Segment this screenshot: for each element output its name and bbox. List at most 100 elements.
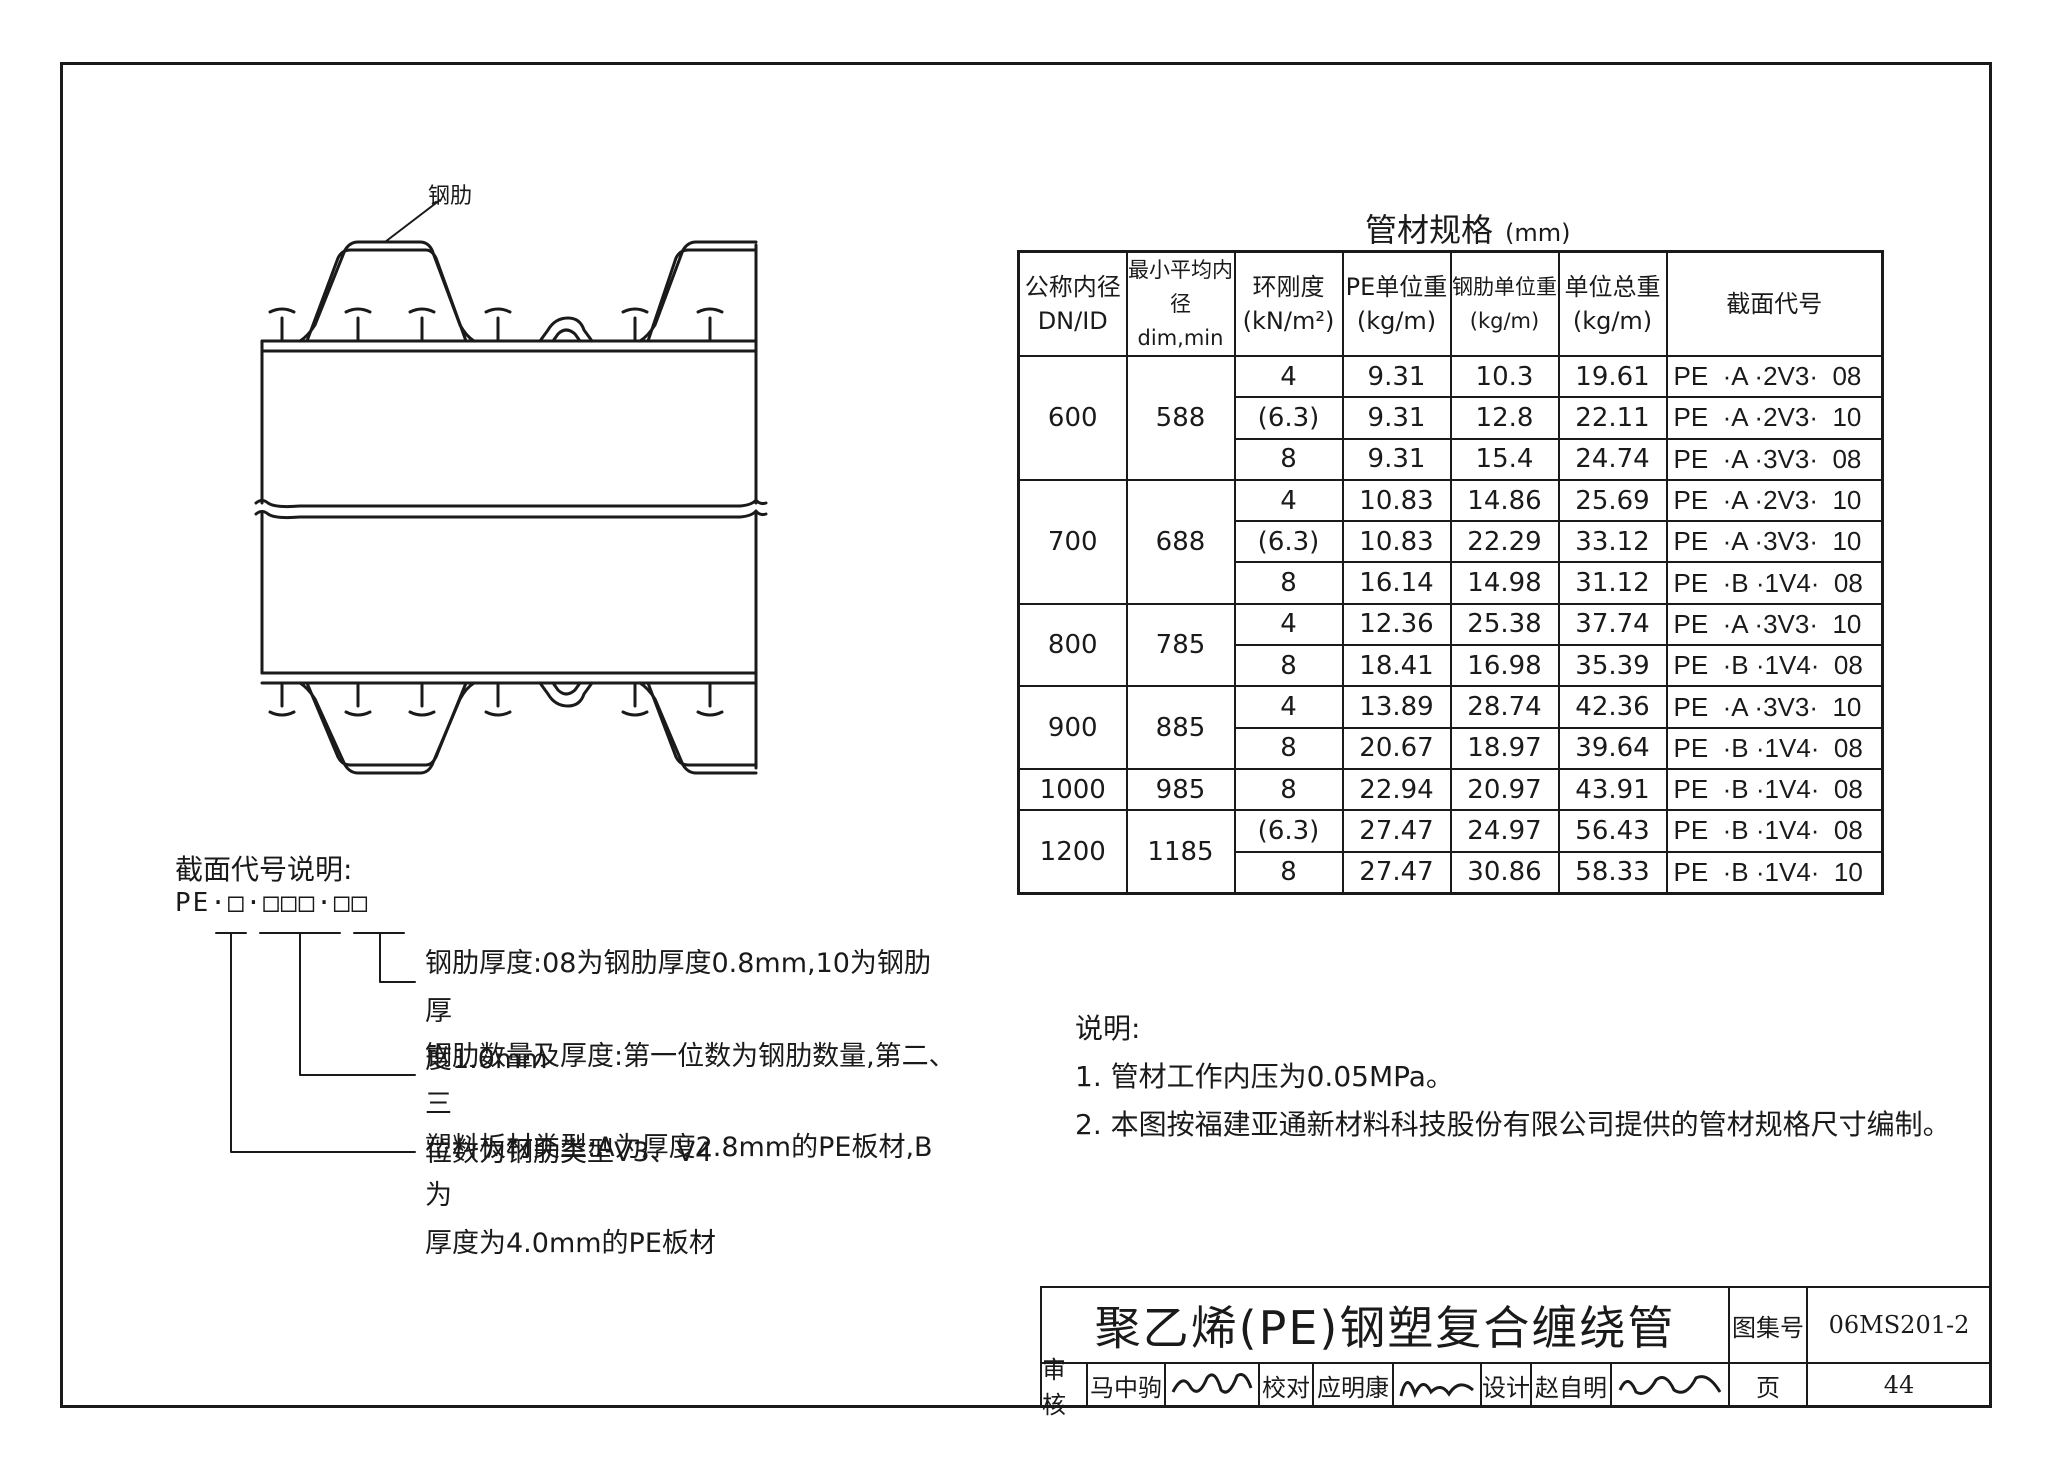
title-block: 聚乙烯(PE)钢塑复合缠绕管 图集号 06MS201-2 审核 马中驹 校对 应… [1040,1286,1992,1419]
cell-rib: 18.97 [1449,726,1560,770]
check-label: 校对 [1258,1362,1314,1408]
cell-code: PE ·A ·2V3· 08 [1665,354,1884,399]
cell-rib: 25.38 [1449,602,1560,647]
reviewer-signature [1164,1362,1260,1408]
cell-dmin: 1185 [1125,809,1236,895]
cell-rib: 20.97 [1449,767,1560,812]
cell-stiffness: (6.3) [1233,396,1344,440]
cell-code: PE ·A ·3V3· 10 [1665,685,1884,729]
checker-signature [1392,1362,1482,1408]
cell-rib: 15.4 [1449,437,1560,481]
cell-code: PE ·B ·1V4· 08 [1665,644,1884,688]
cell-dmin: 688 [1125,478,1236,605]
cell-stiffness: 4 [1233,354,1344,399]
cell-rib: 28.74 [1449,685,1560,729]
legend-item-plate-type: 塑料板材类型:A为厚度2.8mm的PE板材,B为 厚度为4.0mm的PE板材 [425,1124,945,1268]
cell-pe: 9.31 [1341,354,1452,399]
designer-name: 赵自明 [1530,1362,1612,1408]
drawing-title: 聚乙烯(PE)钢塑复合缠绕管 [1040,1286,1730,1364]
page-label: 页 [1728,1362,1808,1408]
cell-stiffness: (6.3) [1233,520,1344,564]
designer-signature-scribble [1618,1375,1722,1395]
checker-name: 应明康 [1312,1362,1394,1408]
legend-line: 钢肋厚度:08为钢肋厚度0.8mm,10为钢肋厚 [425,948,931,1027]
cell-stiffness: 4 [1233,685,1344,729]
drawing-frame [60,62,1992,1408]
cell-pe: 20.67 [1341,726,1452,770]
notes-title: 说明: [1075,1012,1141,1045]
cell-pe: 13.89 [1341,685,1452,729]
cell-rib: 24.97 [1449,809,1560,853]
legend-line: 位数为钢肋类型V3、V4 [425,1137,713,1168]
cell-total: 31.12 [1557,561,1668,605]
cell-rib: 16.98 [1449,644,1560,688]
cell-total: 19.61 [1557,354,1668,399]
cell-code: PE ·A ·3V3· 10 [1665,520,1884,564]
cell-dn: 900 [1017,685,1128,770]
legend-line: 塑料板材类型:A为厚度2.8mm的PE板材,B为 [425,1132,933,1211]
cell-dn: 1000 [1017,767,1128,812]
cell-stiffness: 8 [1233,437,1344,481]
reviewer-name: 马中驹 [1086,1362,1166,1408]
cell-pe: 27.47 [1341,809,1452,853]
page-number: 44 [1806,1362,1992,1408]
cell-code: PE ·B ·1V4· 08 [1665,767,1884,812]
cell-total: 43.91 [1557,767,1668,812]
cell-total: 42.36 [1557,685,1668,729]
designer-signature [1610,1362,1730,1408]
cell-total: 33.12 [1557,520,1668,564]
cell-total: 25.69 [1557,478,1668,523]
cell-code: PE ·A ·3V3· 10 [1665,602,1884,647]
cell-pe: 9.31 [1341,396,1452,440]
cell-total: 35.39 [1557,644,1668,688]
cell-dn: 1200 [1017,809,1128,895]
cell-stiffness: 8 [1233,850,1344,895]
design-label: 设计 [1480,1362,1532,1408]
cell-pe: 12.36 [1341,602,1452,647]
rib-label: 钢肋 [428,184,473,209]
legend-line: 钢肋数量及厚度:第一位数为钢肋数量,第二、三 [425,1041,956,1120]
note-item: 1. 管材工作内压为0.05MPa。 [1075,1060,1454,1093]
cell-total: 37.74 [1557,602,1668,647]
cell-rib: 10.3 [1449,354,1560,399]
cell-dn: 600 [1017,355,1128,481]
cell-total: 39.64 [1557,726,1668,770]
notes: 说明: 1. 管材工作内压为0.05MPa。 2. 本图按福建亚通新材料科技股份… [1075,1005,1951,1149]
cell-dn: 700 [1017,478,1128,605]
cell-stiffness: 8 [1233,726,1344,770]
cell-code: PE ·B ·1V4· 10 [1665,850,1884,895]
cell-rib: 30.86 [1449,850,1560,895]
cell-code: PE ·A ·3V3· 08 [1665,437,1884,481]
cell-dn: 800 [1017,602,1128,688]
col-header-pe-weight: PE单位重(kg/m) [1341,250,1452,357]
review-label: 审核 [1040,1356,1088,1419]
cell-dmin: 785 [1125,602,1236,688]
table-title: 管材规格(mm) [1365,205,1571,251]
atlas-label: 图集号 [1728,1286,1808,1364]
cell-code: PE ·B ·1V4· 08 [1665,561,1884,605]
cell-dmin: 588 [1125,355,1236,481]
cell-code: PE ·A ·2V3· 10 [1665,478,1884,523]
cell-total: 22.11 [1557,396,1668,440]
cell-stiffness: (6.3) [1233,809,1344,853]
legend-line: 度1.0mm [425,1044,548,1075]
cell-stiffness: 8 [1233,644,1344,688]
cell-pe: 22.94 [1341,767,1452,812]
cell-pe: 10.83 [1341,520,1452,564]
code-pattern: PE·□·□□□·□□ [175,888,370,918]
cell-pe: 18.41 [1341,644,1452,688]
cell-pe: 16.14 [1341,561,1452,605]
cell-rib: 12.8 [1449,396,1560,440]
table-title-text: 管材规格 [1365,211,1494,249]
